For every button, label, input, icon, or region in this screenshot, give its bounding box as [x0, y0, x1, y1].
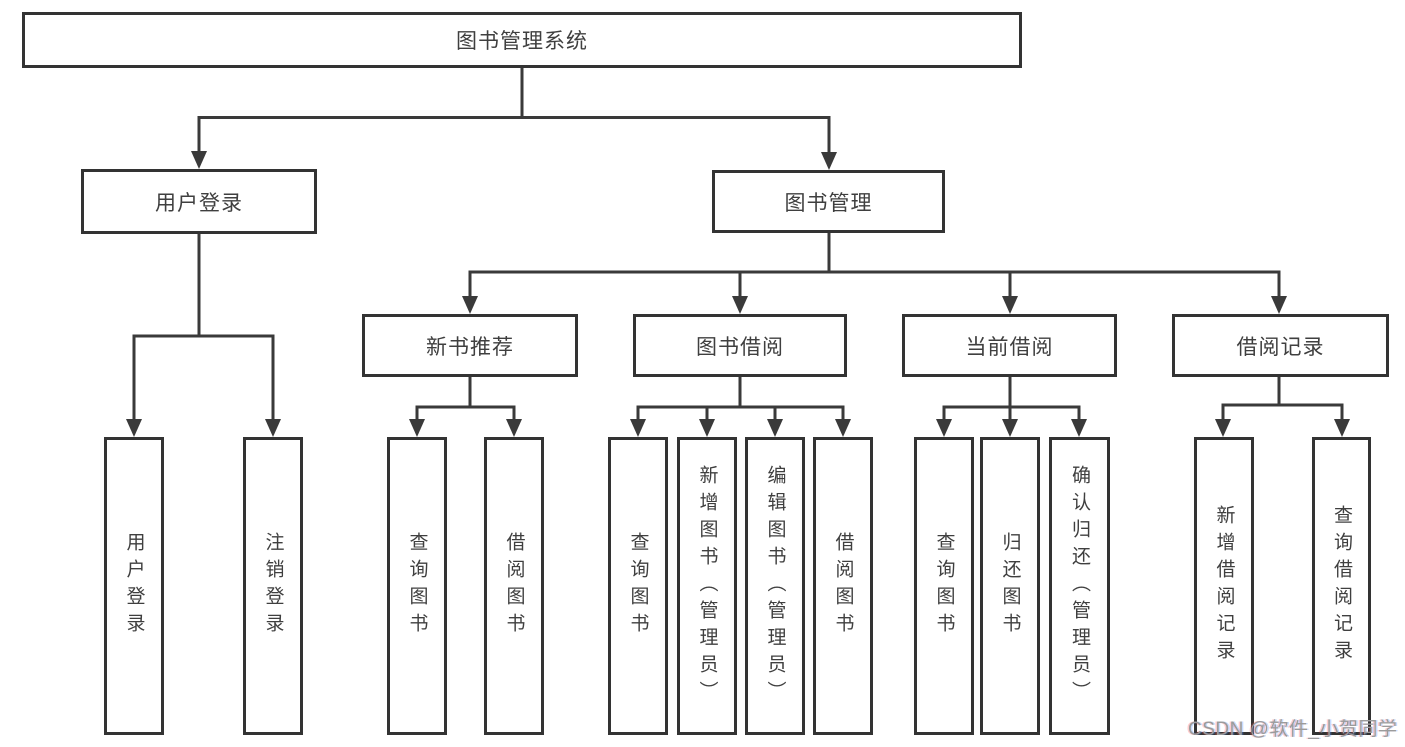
- leaf-query-books-3: 查询图书: [914, 437, 974, 735]
- connector-borrow-records: [1215, 377, 1350, 437]
- leaf-query-books-2: 查询图书: [608, 437, 668, 735]
- leaf-borrow-books-2: 借阅图书: [813, 437, 873, 735]
- connector-book-management: [462, 233, 1287, 314]
- connector-new-book: [409, 377, 522, 437]
- leaf-query-books-1: 查询图书: [387, 437, 447, 735]
- connector-book-borrow: [630, 377, 851, 437]
- connector-user-login: [126, 234, 281, 437]
- leaf-return-books: 归还图书: [980, 437, 1040, 735]
- connector-root: [191, 68, 837, 170]
- node-book-borrow: 图书借阅: [633, 314, 847, 377]
- node-current-borrow: 当前借阅: [902, 314, 1117, 377]
- node-user-login: 用户登录: [81, 169, 317, 234]
- leaf-user-login: 用户登录: [104, 437, 164, 735]
- connector-current-borrow: [936, 377, 1087, 437]
- leaf-edit-books-admin: 编辑图书（管理员）: [745, 437, 805, 735]
- leaf-confirm-return-admin: 确认归还（管理员）: [1049, 437, 1110, 735]
- node-borrow-records: 借阅记录: [1172, 314, 1389, 377]
- watermark: CSDN @软件_小贺同学: [1188, 719, 1398, 740]
- leaf-borrow-books-1: 借阅图书: [484, 437, 544, 735]
- node-new-book-recommend: 新书推荐: [362, 314, 578, 377]
- leaf-logout: 注销登录: [243, 437, 303, 735]
- node-book-management: 图书管理: [712, 170, 945, 233]
- leaf-add-borrow-record: 新增借阅记录: [1194, 437, 1254, 735]
- leaf-query-borrow-record: 查询借阅记录: [1312, 437, 1371, 735]
- node-library-system: 图书管理系统: [22, 12, 1022, 68]
- leaf-add-books-admin: 新增图书（管理员）: [677, 437, 737, 735]
